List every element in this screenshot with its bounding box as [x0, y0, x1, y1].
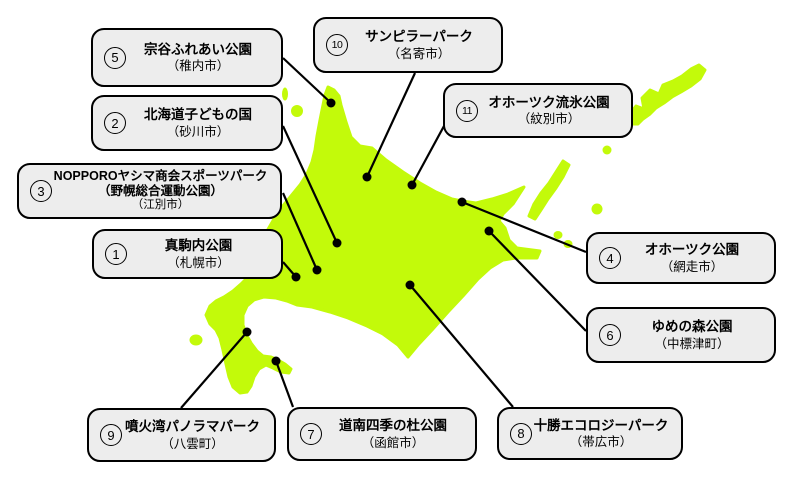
city-name: （八雲町） — [161, 436, 224, 451]
city-name: （網走市） — [660, 259, 724, 274]
callout-6-yumenomori-park: 6 ゆめの森公園 （中標津町） — [586, 307, 776, 363]
callout-text: 噴火湾パノラマパーク （八雲町） — [125, 418, 260, 452]
callout-text: 道南四季の杜公園 （函館市） — [339, 417, 447, 451]
outlying-islands — [189, 63, 707, 346]
park-name: 噴火湾パノラマパーク — [125, 419, 260, 435]
city-name: （名寄市） — [387, 46, 451, 61]
island-okushiri — [189, 334, 203, 346]
park-subtitle: （野幌総合運動公園） — [97, 184, 223, 199]
park-name: サンピラーパーク — [365, 29, 473, 45]
callout-text: 宗谷ふれあい公園 （稚内市） — [144, 41, 252, 75]
island-teuri — [320, 158, 324, 162]
marker-dot-3 — [312, 265, 322, 275]
number-badge: 5 — [104, 46, 126, 69]
callout-3-nopporo-sports-park: 3 NOPPOROヤシマ商会スポーツパーク （野幌総合運動公園） （江別市） — [17, 163, 282, 219]
marker-dot-5 — [326, 98, 336, 108]
connector-line-6 — [488, 230, 587, 332]
park-name: 真駒内公園 — [164, 238, 233, 254]
callout-text: NOPPOROヤシマ商会スポーツパーク （野幌総合運動公園） （江別市） — [54, 169, 268, 213]
callout-9-funkawan-panorama-park: 9 噴火湾パノラマパーク （八雲町） — [87, 408, 276, 462]
island-yagishiri — [324, 163, 330, 169]
connector-line-3 — [281, 192, 319, 271]
island-rebun — [282, 87, 288, 101]
callout-text: オホーツク流氷公園 （紋別市） — [488, 94, 609, 128]
marker-dot-6 — [484, 226, 494, 236]
number-badge: 11 — [456, 99, 478, 122]
connector-line-2 — [282, 125, 338, 244]
number-badge: 3 — [30, 180, 52, 202]
park-name: NOPPOROヤシマ商会スポーツパーク — [53, 169, 268, 184]
city-name: （札幌市） — [167, 255, 230, 270]
city-name: （紋別市） — [517, 112, 581, 127]
island-habomai-a — [553, 231, 563, 239]
callout-text: 真駒内公園 （札幌市） — [165, 237, 233, 271]
number-badge: 10 — [326, 34, 348, 56]
marker-dot-1 — [291, 272, 301, 282]
connector-line-10 — [366, 72, 416, 178]
number-badge: 9 — [100, 424, 122, 446]
callout-10-sunpillar-park: 10 サンピラーパーク （名寄市） — [313, 17, 503, 73]
location-marker-dots — [242, 98, 494, 366]
callout-8-tokachi-ecology-park: 8 十勝エコロジーパーク （帯広市） — [497, 407, 683, 460]
connector-line-11 — [411, 125, 445, 186]
park-name: 北海道子どもの国 — [144, 107, 252, 123]
callout-2-hokkaido-kodomonokuni: 2 北海道子どもの国 （砂川市） — [91, 95, 283, 151]
number-badge: 6 — [599, 324, 621, 346]
number-badge: 2 — [104, 112, 126, 134]
island-etorofu — [627, 63, 707, 126]
marker-dot-11 — [407, 180, 417, 190]
callout-5-soya-fureai-park: 5 宗谷ふれあい公園 （稚内市） — [91, 28, 283, 87]
callout-text: 十勝エコロジーパーク （帯広市） — [534, 417, 669, 451]
callout-text: オホーツク公園 （網走市） — [645, 241, 739, 275]
number-badge: 7 — [300, 423, 322, 445]
city-name: （帯広市） — [569, 435, 633, 450]
connector-line-4 — [461, 200, 587, 254]
marker-dot-7 — [271, 356, 281, 366]
number-badge: 8 — [510, 422, 532, 445]
island-small-ne — [602, 145, 612, 155]
city-name: （砂川市） — [166, 124, 230, 139]
callout-7-donan-shikinomori-park: 7 道南四季の杜公園 （函館市） — [287, 407, 477, 461]
park-name: 宗谷ふれあい公園 — [144, 41, 252, 57]
island-kunashiri — [527, 159, 571, 221]
callout-11-okhotsk-ryuhyo-park: 11 オホーツク流氷公園 （紋別市） — [443, 83, 633, 138]
city-name: （江別市） — [131, 199, 190, 212]
marker-dot-8 — [405, 280, 415, 290]
park-name: 十勝エコロジーパーク — [533, 417, 669, 433]
island-rishiri — [291, 105, 303, 117]
callout-text: ゆめの森公園 （中標津町） — [652, 318, 733, 352]
callout-4-okhotsk-park: 4 オホーツク公園 （網走市） — [586, 232, 776, 284]
connector-line-9 — [180, 331, 248, 409]
connector-lines — [180, 57, 587, 409]
park-name: オホーツク公園 — [644, 242, 740, 258]
city-name: （函館市） — [361, 435, 425, 450]
marker-dot-2 — [332, 238, 342, 248]
marker-dot-9 — [242, 327, 252, 337]
marker-dot-10 — [362, 172, 372, 182]
park-name: オホーツク流氷公園 — [488, 94, 610, 110]
connector-line-8 — [409, 284, 514, 408]
connector-line-5 — [282, 57, 332, 104]
park-name: 道南四季の杜公園 — [339, 418, 447, 434]
number-badge: 4 — [599, 247, 621, 269]
island-shikotan — [591, 203, 603, 215]
callout-1-makomanai-park: 1 真駒内公園 （札幌市） — [92, 229, 283, 279]
connector-line-7 — [274, 360, 295, 408]
park-name: ゆめの森公園 — [651, 319, 733, 335]
marker-dot-4 — [457, 197, 467, 207]
callout-text: サンピラーパーク （名寄市） — [365, 28, 473, 62]
city-name: （中標津町） — [654, 336, 730, 351]
number-badge: 1 — [105, 243, 127, 265]
callout-text: 北海道子どもの国 （砂川市） — [144, 106, 252, 140]
city-name: （稚内市） — [166, 59, 230, 74]
